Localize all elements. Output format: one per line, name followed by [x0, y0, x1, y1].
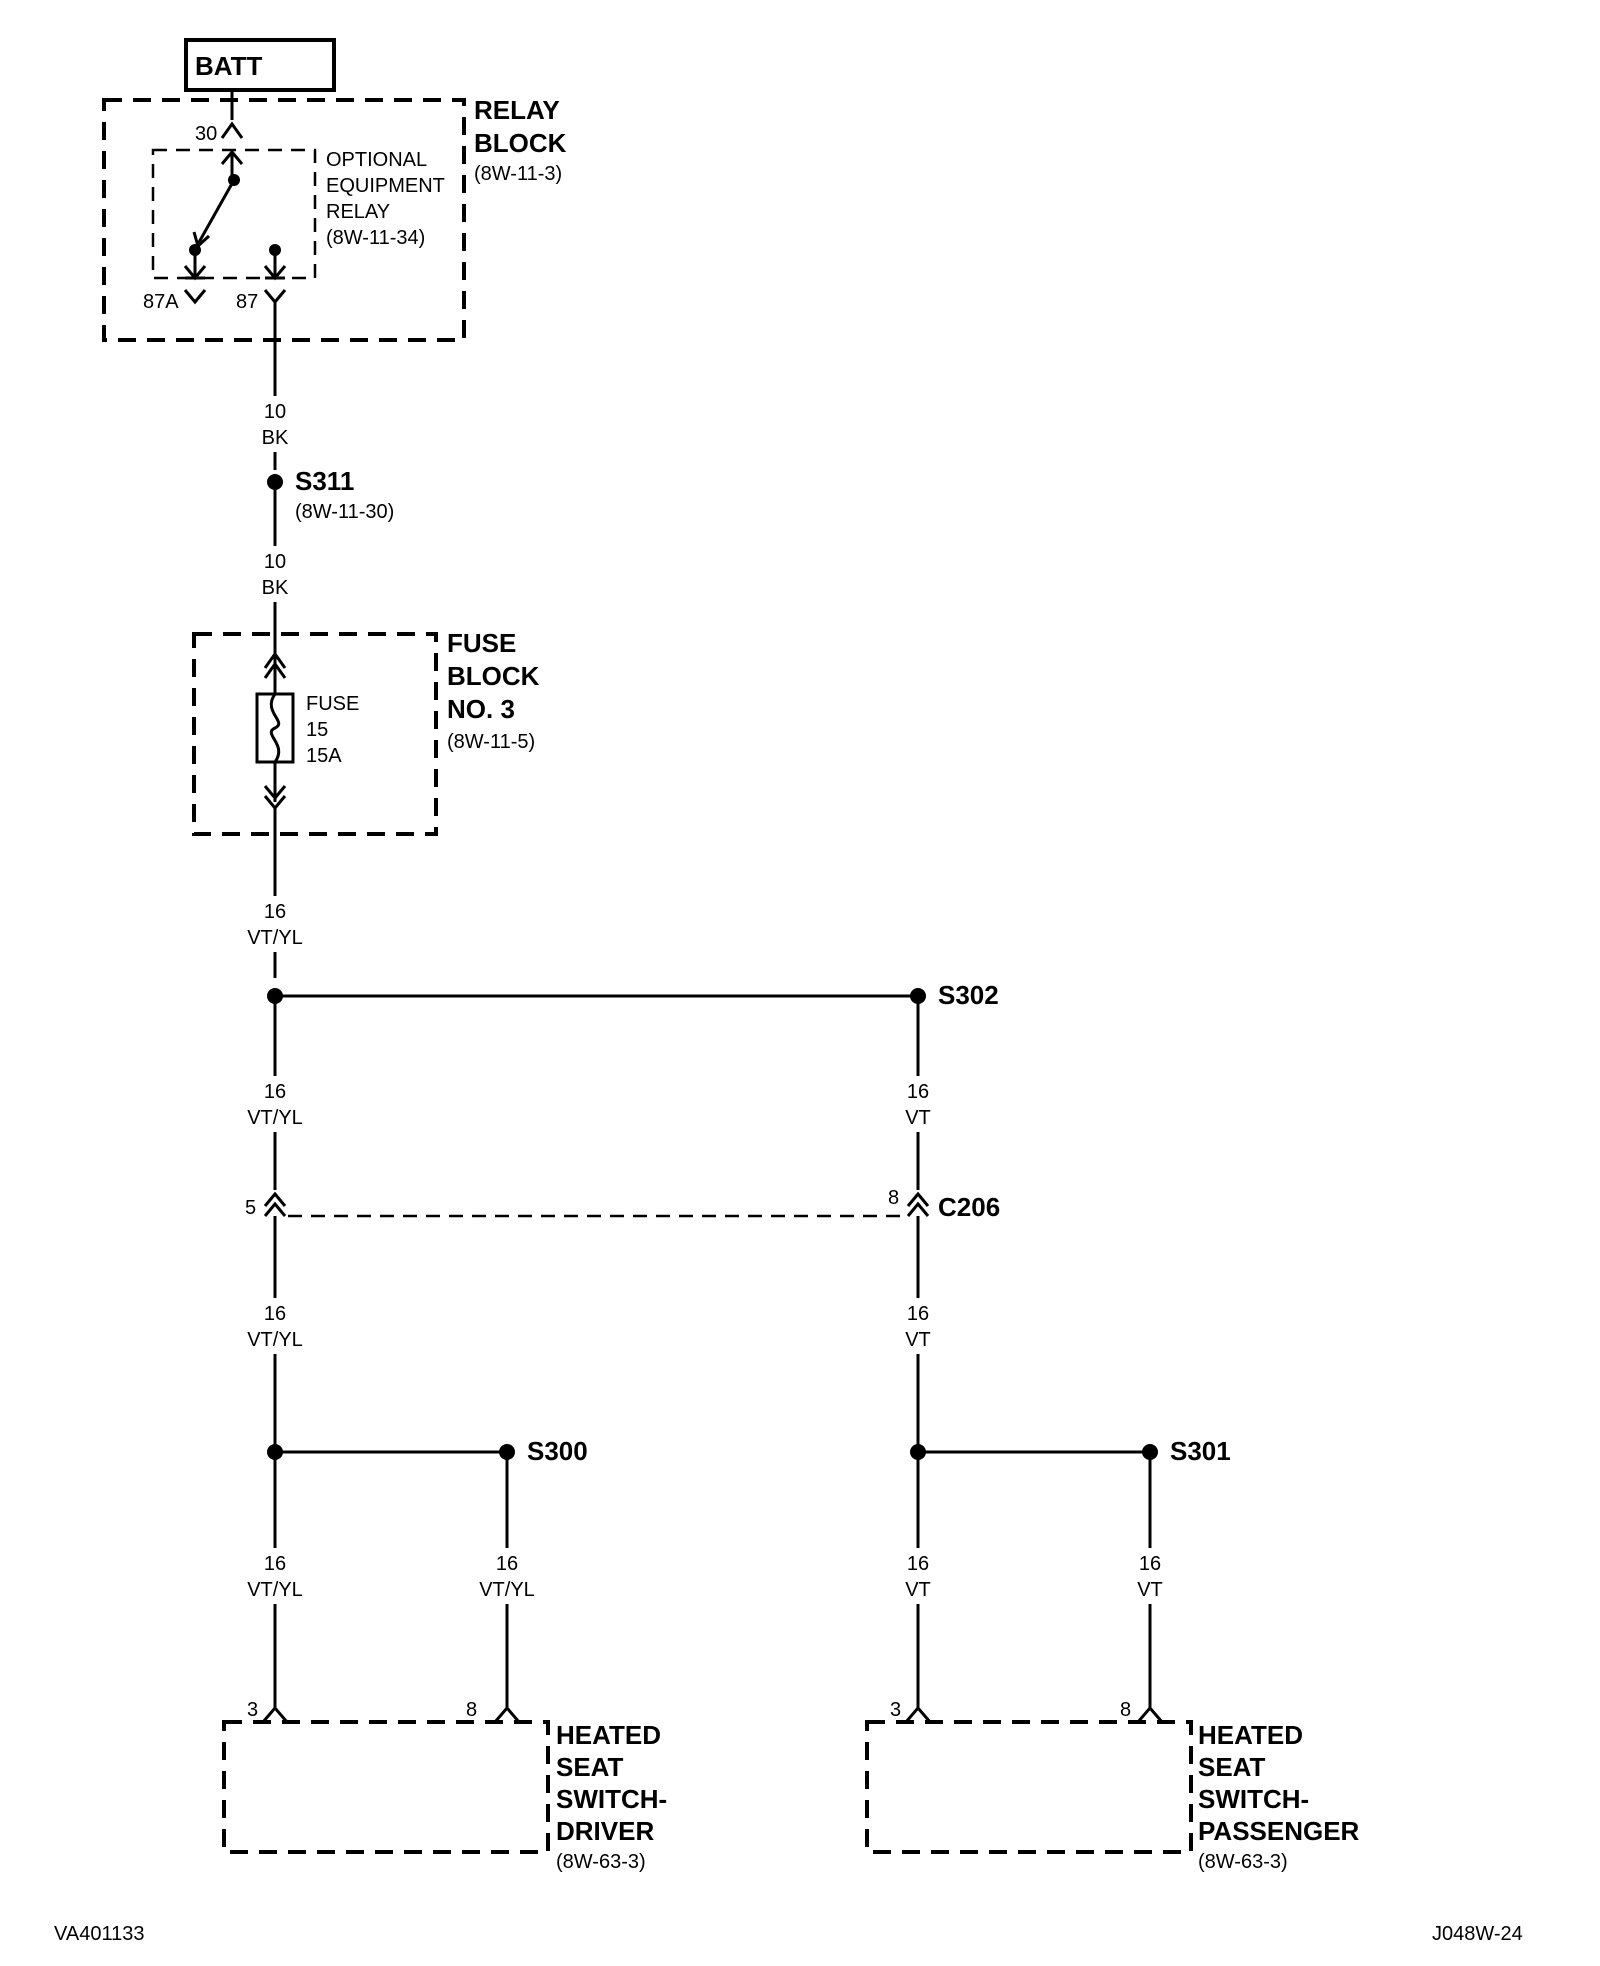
passenger-ref: (8W-63-3): [1198, 1851, 1288, 1873]
svg-text:16: 16: [264, 1303, 286, 1325]
relay-label-3: RELAY: [326, 201, 390, 223]
c206-pin-left: 5: [245, 1197, 256, 1219]
relay-pin-87: 87: [236, 291, 258, 313]
svg-text:VT: VT: [905, 1329, 931, 1351]
passenger-pin-3: 3: [890, 1699, 901, 1721]
relay-ref: (8W-11-34): [326, 227, 425, 249]
wire-label-right-upper: 16 VT: [905, 1081, 931, 1129]
passenger-label-1: HEATED: [1198, 1720, 1303, 1750]
svg-text:VT/YL: VT/YL: [247, 1579, 303, 1601]
svg-text:16: 16: [264, 901, 286, 923]
splice-s302-label: S302: [938, 980, 999, 1010]
passenger-label-2: SEAT: [1198, 1752, 1266, 1782]
driver-label-2: SEAT: [556, 1752, 624, 1782]
wire-label-relay-s311: 10 BK: [262, 401, 289, 449]
svg-text:16: 16: [1139, 1553, 1161, 1575]
driver-label-1: HEATED: [556, 1720, 661, 1750]
fuse-label-2: 15: [306, 719, 328, 741]
driver-label-3: SWITCH-: [556, 1784, 667, 1814]
svg-text:16: 16: [496, 1553, 518, 1575]
fuse-block-title-2: BLOCK: [447, 661, 540, 691]
splice-s301-label: S301: [1170, 1436, 1231, 1466]
svg-text:16: 16: [907, 1081, 929, 1103]
fuse-15: FUSE 15 15A: [255, 692, 359, 767]
footer-left-code: VA401133: [54, 1923, 144, 1945]
heated-seat-switch-driver: 3 8 HEATED SEAT SWITCH- DRIVER (8W-63-3): [222, 1699, 667, 1873]
svg-text:10: 10: [264, 551, 286, 573]
connector-c206: 5 8 C206: [245, 1187, 1000, 1222]
c206-pin-right: 8: [888, 1187, 899, 1209]
driver-pin-3: 3: [247, 1699, 258, 1721]
wire-label-passenger-b: 16 VT: [1137, 1553, 1163, 1601]
relay-block-title-1: RELAY: [474, 95, 560, 125]
wire-label-fuse-out: 16 VT/YL: [247, 901, 303, 949]
svg-text:VT/YL: VT/YL: [479, 1579, 535, 1601]
svg-text:VT/YL: VT/YL: [247, 1107, 303, 1129]
svg-text:16: 16: [907, 1553, 929, 1575]
fuse-block: FUSE BLOCK NO. 3 (8W-11-5) FUSE 15 15A: [192, 628, 540, 836]
footer-right-code: J048W-24: [1432, 1923, 1523, 1945]
wire-label-left-upper: 16 VT/YL: [247, 1081, 303, 1129]
svg-text:16: 16: [264, 1553, 286, 1575]
svg-text:BK: BK: [262, 427, 289, 449]
splice-s311-ref: (8W-11-30): [295, 501, 394, 523]
c206-label: C206: [938, 1192, 1000, 1222]
wire-label-passenger-a: 16 VT: [905, 1553, 931, 1601]
splice-s300: S300: [499, 1436, 588, 1466]
svg-text:BK: BK: [262, 577, 289, 599]
driver-label-4: DRIVER: [556, 1816, 654, 1846]
svg-text:VT: VT: [905, 1107, 931, 1129]
passenger-label-3: SWITCH-: [1198, 1784, 1309, 1814]
wire-label-left-mid: 16 VT/YL: [247, 1303, 303, 1351]
fuse-block-title-1: FUSE: [447, 628, 516, 658]
battery-label: BATT: [195, 51, 263, 81]
fuse-label-1: FUSE: [306, 693, 359, 715]
svg-text:10: 10: [264, 401, 286, 423]
passenger-label-4: PASSENGER: [1198, 1816, 1360, 1846]
svg-text:VT: VT: [905, 1579, 931, 1601]
relay-label-1: OPTIONAL: [326, 149, 427, 171]
svg-text:16: 16: [264, 1081, 286, 1103]
driver-ref: (8W-63-3): [556, 1851, 646, 1873]
wire-label-driver-a: 16 VT/YL: [247, 1553, 303, 1601]
relay-label-2: EQUIPMENT: [326, 175, 445, 197]
wire-label-s311-fuse: 10 BK: [262, 551, 289, 599]
wire-label-driver-b: 16 VT/YL: [479, 1553, 535, 1601]
relay-block-ref: (8W-11-3): [474, 163, 562, 185]
driver-pin-8: 8: [466, 1699, 477, 1721]
splice-s302: S302: [910, 980, 999, 1010]
svg-text:VT: VT: [1137, 1579, 1163, 1601]
splice-s301: S301: [1142, 1436, 1231, 1466]
heated-seat-switch-passenger: 3 8 HEATED SEAT SWITCH- PASSENGER (8W-63…: [865, 1699, 1360, 1873]
fuse-label-3: 15A: [306, 745, 342, 767]
splice-s311: S311 (8W-11-30): [267, 466, 394, 523]
relay-pin-87a: 87A: [143, 291, 179, 313]
fuse-block-ref: (8W-11-5): [447, 731, 535, 753]
svg-text:VT/YL: VT/YL: [247, 927, 303, 949]
relay-block: RELAY BLOCK (8W-11-3) 30 OPTIONAL EQUIPM…: [102, 90, 567, 342]
battery-source: BATT: [184, 38, 336, 92]
relay-pin-30: 30: [195, 123, 217, 145]
fuse-block-title-3: NO. 3: [447, 694, 515, 724]
passenger-pin-8: 8: [1120, 1699, 1131, 1721]
wire-label-right-mid: 16 VT: [905, 1303, 931, 1351]
splice-s300-label: S300: [527, 1436, 588, 1466]
svg-text:VT/YL: VT/YL: [247, 1329, 303, 1351]
optional-equipment-relay: OPTIONAL EQUIPMENT RELAY (8W-11-34): [151, 148, 445, 281]
svg-text:16: 16: [907, 1303, 929, 1325]
relay-block-title-2: BLOCK: [474, 128, 567, 158]
splice-s311-label: S311: [295, 466, 354, 496]
